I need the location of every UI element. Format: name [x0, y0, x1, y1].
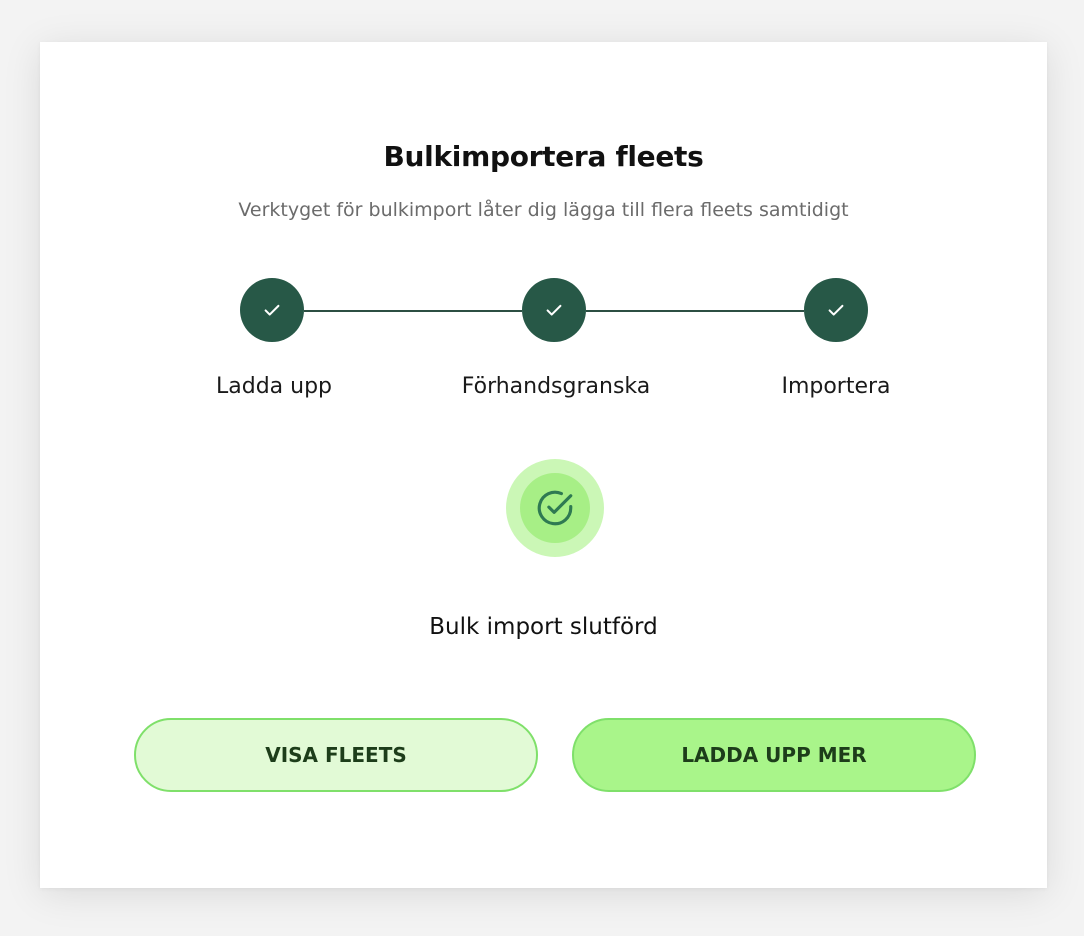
step-1-label: Ladda upp	[215, 374, 332, 399]
upload-more-button[interactable]: LADDA UPP MER	[572, 718, 976, 792]
step-2-label: Förhandsgranska	[461, 374, 651, 399]
success-badge	[506, 459, 604, 557]
check-circle-icon	[537, 490, 573, 526]
dialog-title: Bulkimportera fleets	[383, 140, 704, 173]
step-3-label: Importera	[781, 374, 891, 399]
step-3-indicator	[804, 278, 868, 342]
check-icon	[264, 304, 280, 316]
import-status-message: Bulk import slutförd	[429, 614, 658, 640]
view-fleets-button[interactable]: VISA FLEETS	[134, 718, 538, 792]
step-connector-1	[304, 310, 522, 312]
check-icon	[546, 304, 562, 316]
check-icon	[828, 304, 844, 316]
dialog-subtitle: Verktyget för bulkimport låter dig lägga…	[238, 199, 849, 221]
step-connector-2	[586, 310, 804, 312]
step-1-indicator	[240, 278, 304, 342]
success-badge-inner	[520, 473, 590, 543]
step-2-indicator	[522, 278, 586, 342]
bulk-import-dialog: Bulkimportera fleets Verktyget för bulki…	[40, 42, 1047, 888]
